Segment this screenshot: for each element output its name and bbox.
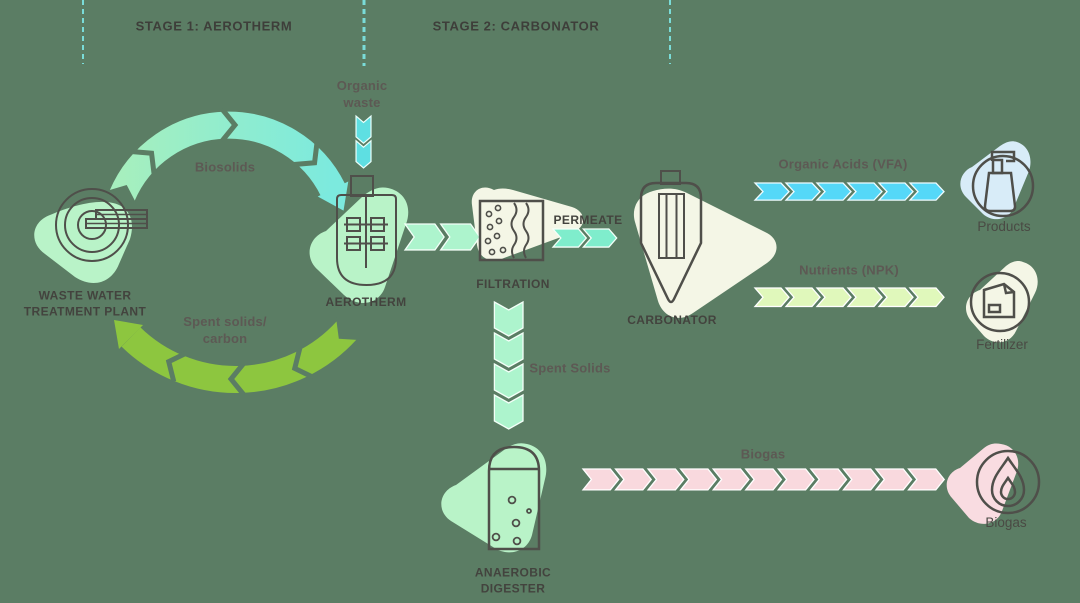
filter-bubbles <box>484 204 507 256</box>
membrane-filter-icon <box>478 199 545 262</box>
clarifier-weir-bars <box>85 209 148 229</box>
background-blobs <box>34 141 1038 553</box>
fertilizer-bag-icon <box>969 271 1031 333</box>
aerotherm-blob <box>309 187 409 303</box>
digester-tank-icon <box>487 445 541 551</box>
wwtp-blob <box>34 201 132 284</box>
column-vessel-icon <box>639 170 703 304</box>
mixer-tank-icon <box>336 175 397 287</box>
biogas-arrow <box>582 468 945 491</box>
organic-waste-arrow <box>355 115 372 169</box>
nutrients-arrow <box>754 287 945 308</box>
permeate-arrow <box>552 228 618 248</box>
stage-divider-dashes <box>82 0 671 66</box>
carbonator-blob <box>633 188 777 318</box>
digester-blob <box>441 443 547 553</box>
biosolids-arc-arrow <box>105 107 349 211</box>
flame-icon <box>975 449 1041 515</box>
clarifier-tank-icon <box>55 188 148 262</box>
organic-acids-arrow <box>754 182 945 201</box>
spent-solids-arrow <box>493 301 524 430</box>
digester-bubbles <box>491 495 532 546</box>
spray-bottle-icon <box>971 150 1035 218</box>
aerotherm-to-filtration-arrow <box>404 223 481 251</box>
spent-solids-carbon-arc-arrow <box>114 316 361 397</box>
